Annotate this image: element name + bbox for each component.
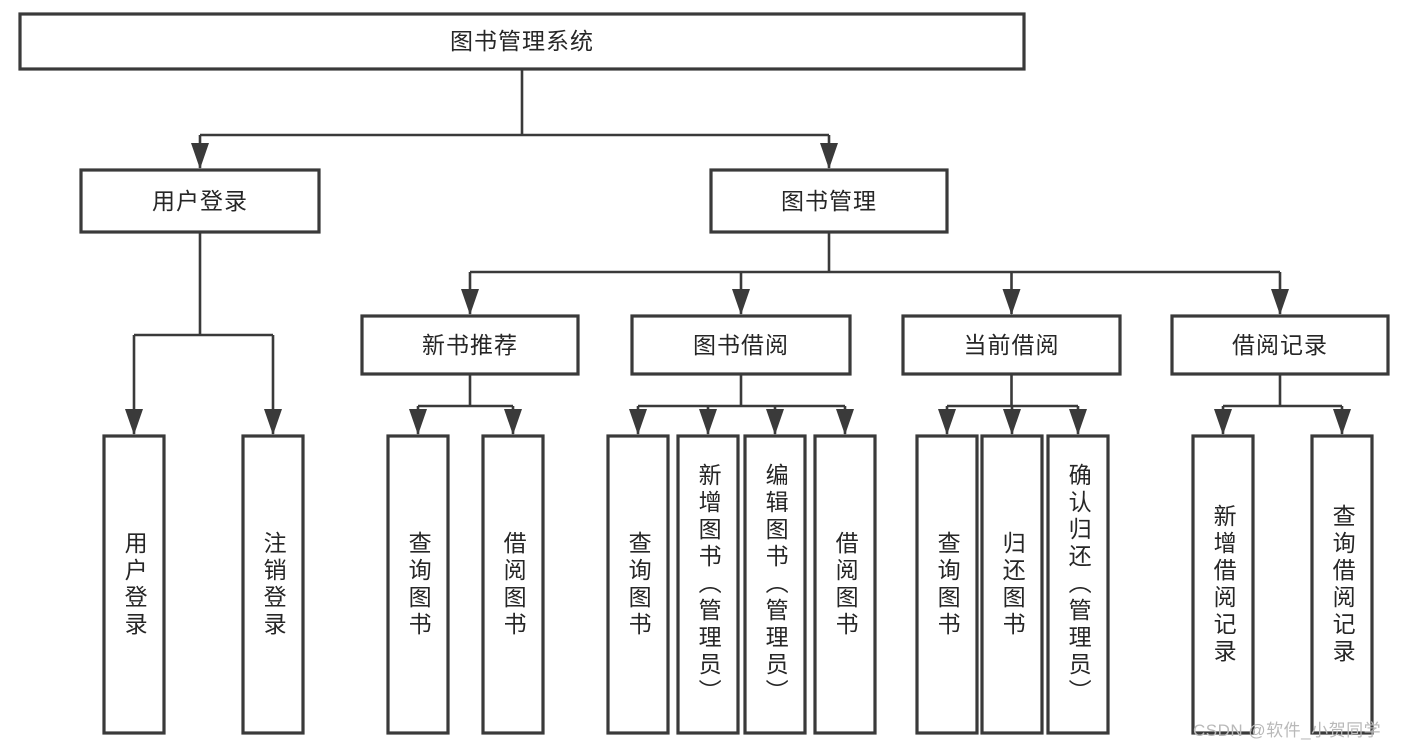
arrow-head-leaf-cb-return bbox=[1003, 409, 1021, 435]
node-box-leaf-bb-edit bbox=[743, 434, 807, 735]
node-box-leaf-user-login bbox=[102, 434, 166, 735]
arrow-head-leaf-cb-query bbox=[938, 409, 956, 435]
arrow-head-leaf-bb-edit bbox=[766, 409, 784, 435]
arrow-head-user-login bbox=[191, 143, 209, 169]
node-box-leaf-cb-return bbox=[980, 434, 1044, 735]
arrow-head-book-borrow bbox=[732, 289, 750, 315]
arrow-head-leaf-bb-add bbox=[699, 409, 717, 435]
arrow-head-leaf-br-add bbox=[1214, 409, 1232, 435]
arrow-head-leaf-logout bbox=[264, 409, 282, 435]
node-box-leaf-br-query bbox=[1310, 434, 1374, 735]
arrow-head-leaf-cb-confirm bbox=[1069, 409, 1087, 435]
node-box-root bbox=[18, 12, 1026, 71]
node-box-layer bbox=[18, 12, 1390, 735]
node-box-leaf-rec-borrow bbox=[481, 434, 545, 735]
arrow-head-leaf-rec-borrow bbox=[504, 409, 522, 435]
arrow-head-leaf-bb-query bbox=[629, 409, 647, 435]
arrow-head-book-manage bbox=[820, 143, 838, 169]
node-box-new-book-rec bbox=[360, 314, 580, 376]
node-box-book-borrow bbox=[630, 314, 852, 376]
watermark-text: CSDN @软件_小贺同学 bbox=[1193, 721, 1382, 740]
node-box-leaf-bb-add bbox=[676, 434, 740, 735]
node-box-leaf-cb-query bbox=[915, 434, 979, 735]
node-box-book-manage bbox=[709, 168, 949, 234]
node-box-leaf-bb-query bbox=[606, 434, 670, 735]
node-box-leaf-br-add bbox=[1191, 434, 1255, 735]
arrow-head-leaf-user-login bbox=[125, 409, 143, 435]
arrow-head-leaf-bb-borrow bbox=[836, 409, 854, 435]
node-box-leaf-bb-borrow bbox=[813, 434, 877, 735]
arrow-head-borrow-record bbox=[1271, 289, 1289, 315]
node-box-leaf-cb-confirm bbox=[1046, 434, 1110, 735]
arrow-head-leaf-br-query bbox=[1333, 409, 1351, 435]
connector-layer bbox=[125, 69, 1351, 435]
node-box-user-login bbox=[79, 168, 321, 234]
arrow-head-new-book-rec bbox=[461, 289, 479, 315]
node-box-leaf-logout bbox=[241, 434, 305, 735]
node-box-leaf-rec-query bbox=[386, 434, 450, 735]
node-box-current-borrow bbox=[901, 314, 1122, 376]
arrow-head-current-borrow bbox=[1002, 289, 1021, 315]
arrow-head-leaf-rec-query bbox=[409, 409, 427, 435]
node-box-borrow-record bbox=[1170, 314, 1390, 376]
